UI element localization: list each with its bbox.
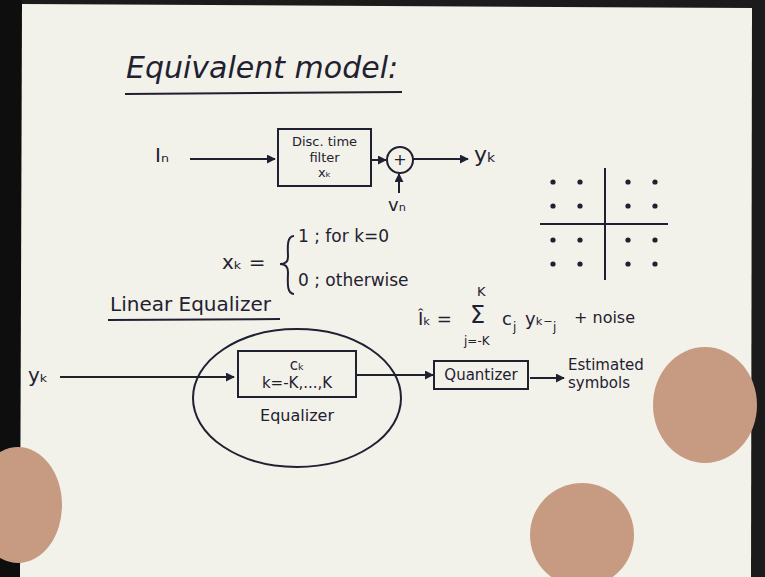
equation: c bbox=[502, 308, 512, 330]
sum-limit: K bbox=[477, 284, 486, 300]
signal-name: yₖ bbox=[474, 142, 496, 168]
signal-name: vₙ bbox=[388, 194, 406, 216]
signal-name: yₖ bbox=[28, 363, 48, 387]
signal-arrow bbox=[372, 159, 386, 161]
circle-outline bbox=[386, 146, 414, 174]
filter-box: Disc. time filterxₖ bbox=[277, 128, 372, 187]
node-text: Disc. time filter bbox=[285, 134, 364, 165]
ellipse-outline bbox=[193, 329, 401, 467]
node-text: Quantizer bbox=[441, 366, 521, 384]
constellation-point bbox=[625, 237, 630, 242]
adder-circle: + bbox=[386, 146, 414, 174]
constellation-point bbox=[550, 203, 555, 208]
hand bbox=[0, 447, 62, 563]
equation: + noise bbox=[574, 308, 635, 327]
constellation-point bbox=[577, 203, 582, 208]
signal-arrow bbox=[357, 374, 433, 376]
output-arrow bbox=[413, 158, 468, 160]
equation: xₖ = bbox=[222, 250, 265, 274]
constellation-point bbox=[652, 237, 657, 242]
curly-brace bbox=[280, 236, 294, 294]
constellation-point bbox=[577, 237, 582, 242]
subscript: j bbox=[553, 320, 556, 334]
sum-limit: j=-K bbox=[464, 334, 490, 348]
constellation-point bbox=[550, 237, 555, 242]
node-text: Equalizer bbox=[260, 406, 334, 425]
constellation-point bbox=[652, 203, 657, 208]
constellation-point bbox=[550, 179, 555, 184]
input-arrow bbox=[190, 158, 275, 160]
constellation-point bbox=[625, 179, 630, 184]
circle-outline bbox=[387, 147, 413, 173]
equation: Îₖ = bbox=[418, 308, 452, 330]
input-arrow bbox=[60, 376, 234, 378]
constellation-point bbox=[577, 261, 582, 266]
equation: 1 ; for k=0 bbox=[298, 226, 389, 246]
constellation-point bbox=[550, 261, 555, 266]
equation: yₖ₋ bbox=[525, 308, 553, 330]
sum-symbol: Σ bbox=[470, 301, 485, 330]
heading-underline bbox=[108, 319, 280, 320]
node-text: k=-K,...,K bbox=[245, 374, 349, 392]
subscript: j bbox=[513, 320, 516, 334]
paper-sheet bbox=[20, 4, 752, 577]
hand bbox=[653, 347, 757, 463]
signal-name: Iₙ bbox=[155, 143, 169, 167]
constellation-point bbox=[625, 203, 630, 208]
title: Equivalent model: bbox=[126, 50, 398, 86]
section-heading: Linear Equalizer bbox=[110, 292, 271, 316]
constellation-point bbox=[652, 179, 657, 184]
equalizer-box: cₖk=-K,...,K bbox=[237, 350, 357, 398]
node-text: cₖ bbox=[245, 356, 349, 374]
node-text: + bbox=[393, 150, 406, 169]
constellation-point bbox=[625, 261, 630, 266]
node-text: xₖ bbox=[285, 165, 364, 181]
quantizer-box: Quantizer bbox=[433, 360, 529, 390]
equalizer-ellipse: Equalizer cₖk=-K,...,K bbox=[192, 328, 402, 468]
output-arrow bbox=[530, 377, 564, 379]
equation: 0 ; otherwise bbox=[298, 270, 409, 290]
noise-arrow bbox=[398, 174, 400, 193]
hand bbox=[530, 483, 634, 577]
ellipse-outline bbox=[192, 328, 402, 468]
constellation-point bbox=[652, 261, 657, 266]
output-label: Estimated symbols bbox=[568, 356, 658, 392]
title-underline bbox=[125, 92, 402, 94]
constellation-point bbox=[577, 179, 582, 184]
constellation-axis bbox=[540, 223, 668, 225]
